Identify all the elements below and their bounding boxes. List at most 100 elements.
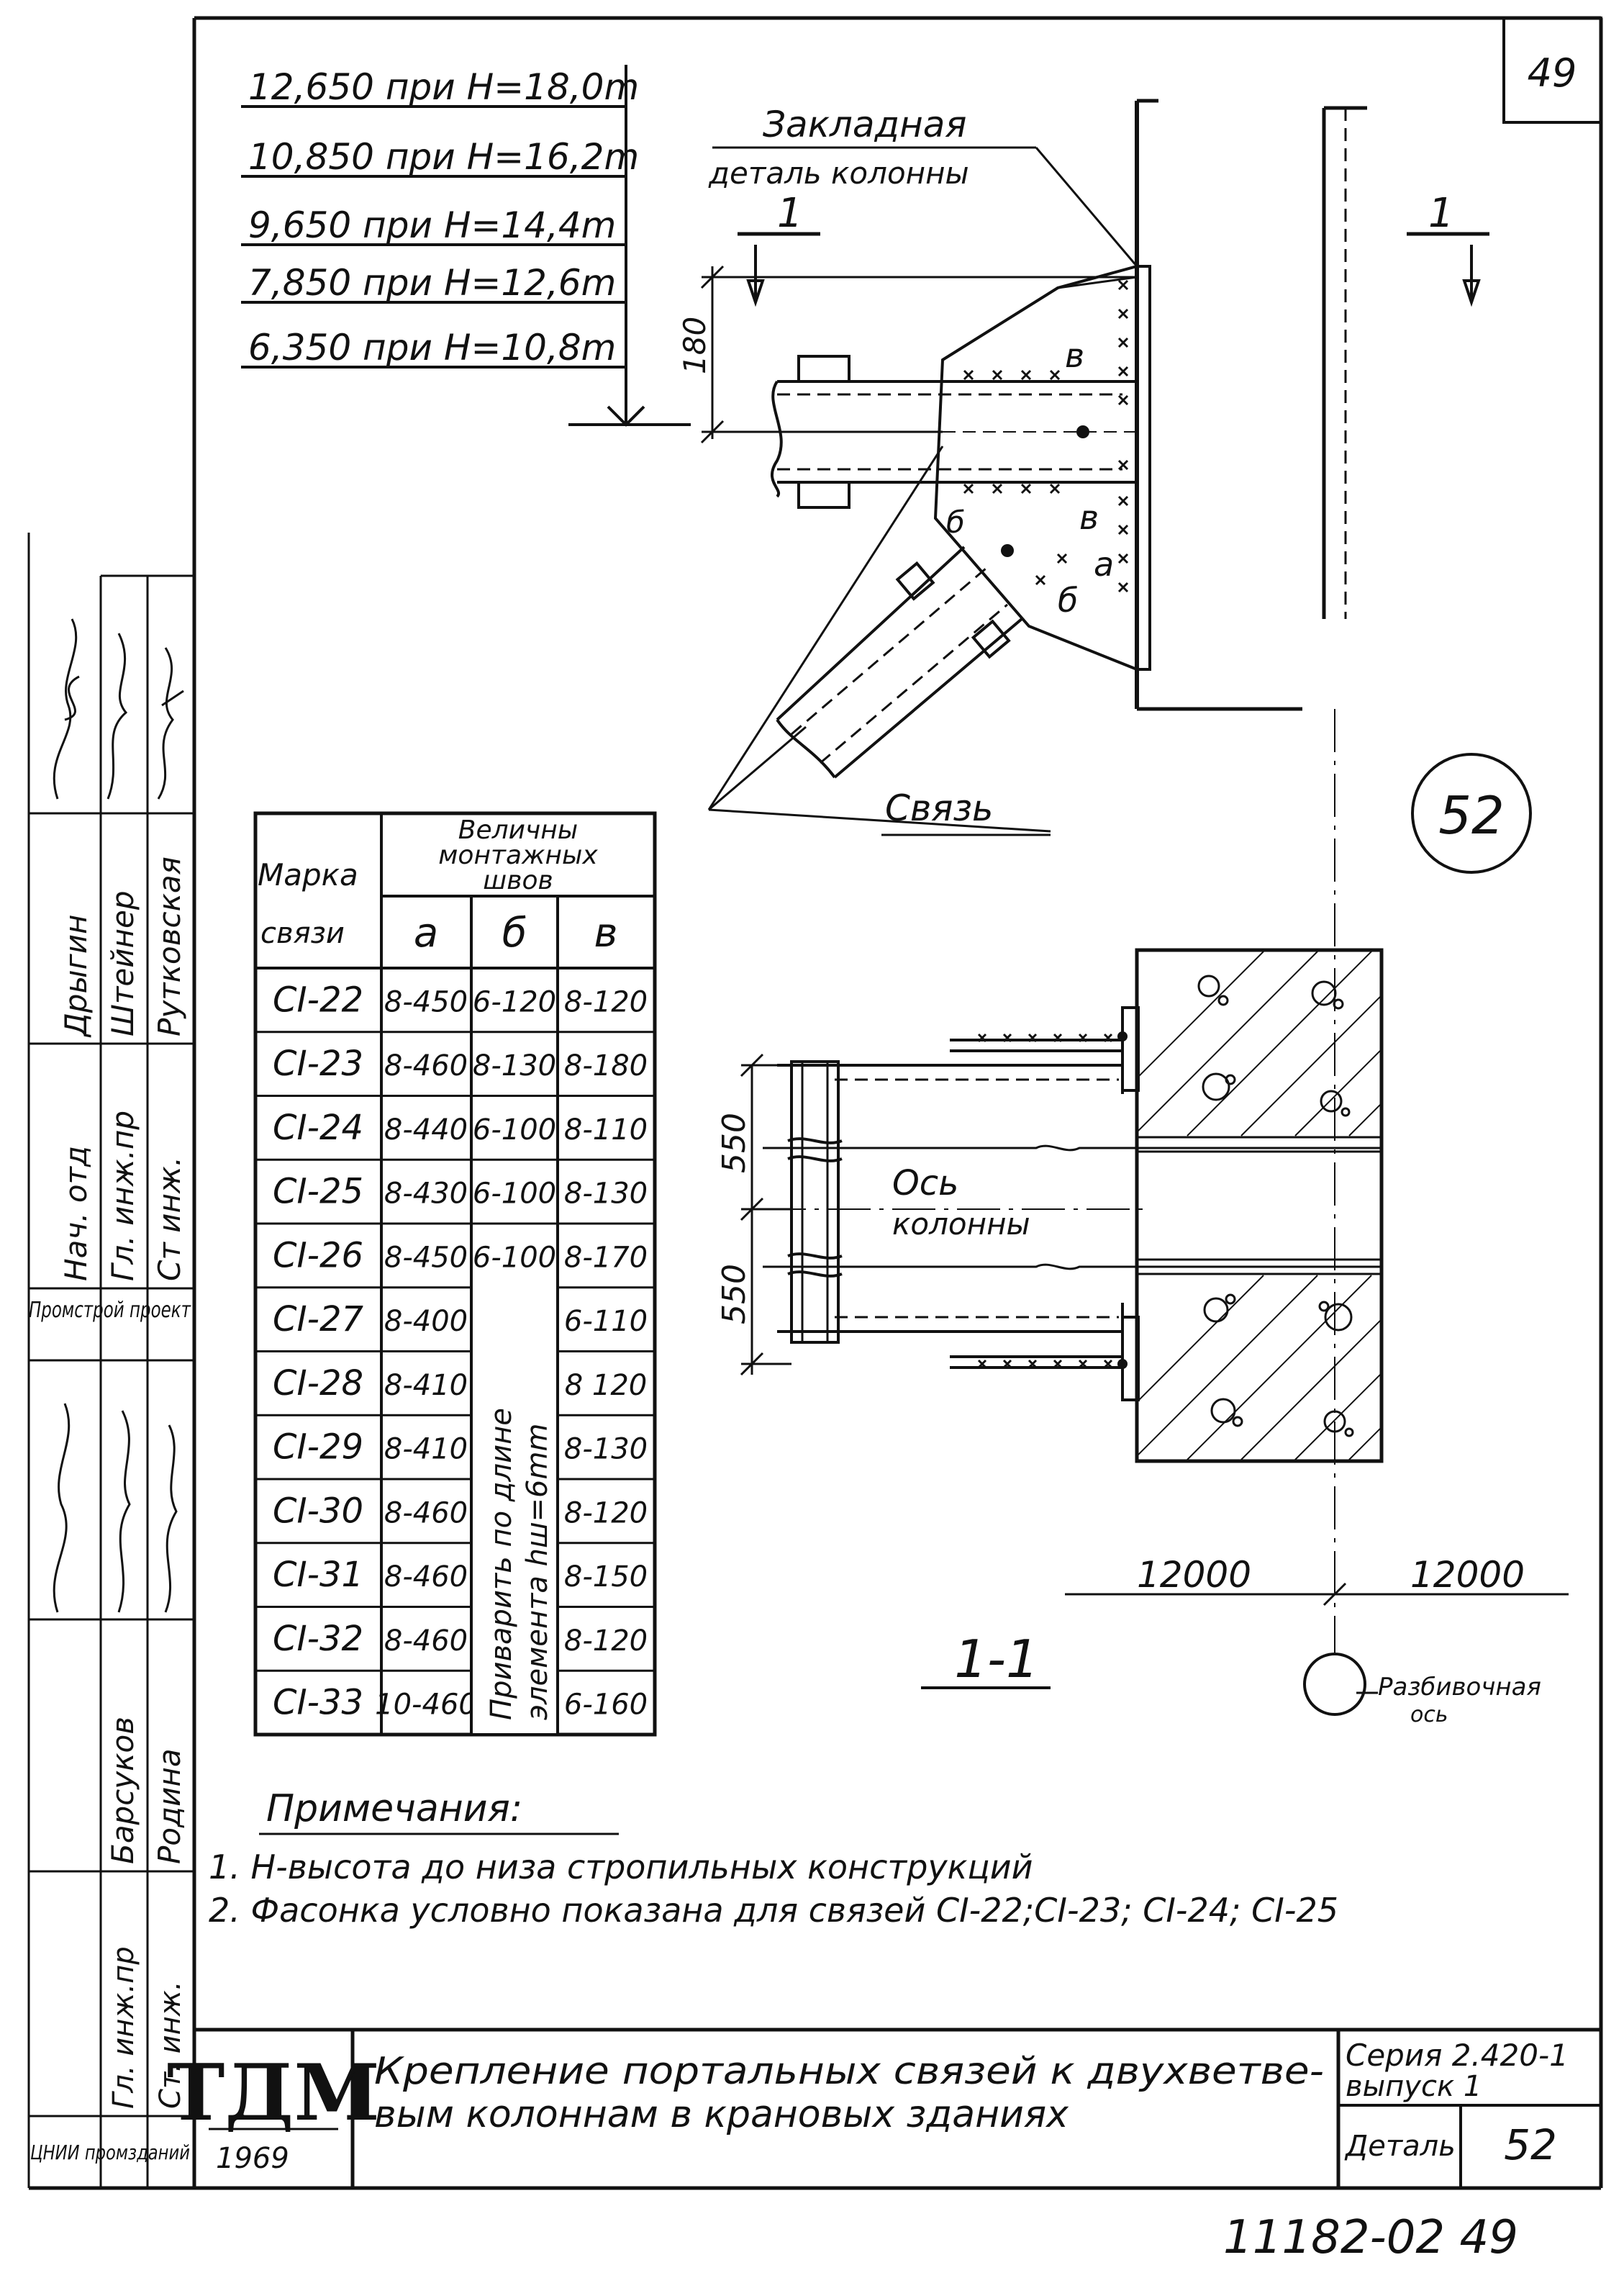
axis-label-1: Ось: [892, 1163, 958, 1203]
weld-a: а: [1094, 545, 1114, 584]
table-cell-v: 8-150: [564, 1560, 648, 1594]
detail-circle-number: 52: [1438, 785, 1505, 846]
stamp-name-5: Родина: [152, 1748, 187, 1864]
page-number: 49: [1528, 50, 1577, 96]
table-cell-v: 8-130: [564, 1433, 648, 1466]
table-header-values-3: швов: [483, 866, 553, 895]
table-header-mark-2: связи: [260, 917, 345, 950]
table-cell-b: 6-120: [473, 985, 556, 1018]
signature-1: [53, 618, 80, 800]
section-1-1: 550 550 Ось колонны 12000 12000 Разбивоч…: [716, 948, 1569, 1727]
brace-label: Связь: [885, 787, 994, 829]
weld-v-top: в: [1065, 336, 1084, 375]
connection-drawing: Закладная деталь колонны 1 1 180: [677, 99, 1489, 1655]
table-merged-note-1: Приварить по длине: [485, 1408, 518, 1720]
stamp-role-1: Нач. отд: [58, 1146, 94, 1281]
note-1: 1. Н-высота до низа стропильных конструк…: [209, 1848, 1033, 1886]
table-col-a: а: [414, 910, 438, 957]
bottom-code: 11182-02 49: [1223, 2211, 1518, 2264]
elevation-4: 7,850 при Н=12,6m: [248, 262, 616, 304]
span-right: 12000: [1410, 1554, 1525, 1596]
layout-axis-label-1: Разбивочная: [1378, 1673, 1541, 1701]
notes-title: Примечания:: [266, 1787, 522, 1830]
title-block: ТДМ 1969 Крепление портальных связей к д…: [167, 2028, 1601, 2188]
weld-v-lower: в: [1079, 498, 1099, 537]
stamp-name-1: Дрыгин: [58, 915, 94, 1038]
stamp-name-2: Штейнер: [105, 891, 140, 1036]
title-line-2: вым колоннам в крановых зданиях: [374, 2093, 1069, 2136]
table-cell-a: 8-460: [384, 1049, 468, 1082]
table-merged-note-2: элемента hш=6mm: [521, 1424, 554, 1720]
axis-label-2: колонны: [892, 1206, 1030, 1242]
section-mark-right: 1: [1428, 190, 1454, 237]
stamp-name-3: Рутковская: [152, 856, 187, 1036]
table-cell-a: 8-410: [384, 1369, 468, 1402]
elevation-labels: 12,650 при Н=18,0m 10,850 при Н=16,2m 9,…: [241, 65, 691, 427]
table-cell-mark: СI-29: [273, 1427, 363, 1468]
table-cell-mark: СI-24: [273, 1108, 363, 1148]
elevation-5: 6,350 при Н=10,8m: [248, 327, 616, 369]
table-cell-a: 8-460: [384, 1624, 468, 1658]
embedded-part-label-1: Закладная: [763, 104, 966, 145]
table-cell-mark: СI-27: [273, 1299, 364, 1339]
table-col-b: б: [502, 910, 527, 957]
side-stamp: Нач. отд Гл. инж.пр Ст инж. Дрыгин Штейн…: [27, 533, 194, 2188]
dim-550-bottom: 550: [716, 1264, 753, 1324]
table-cell-b: 6-100: [473, 1178, 556, 1211]
table-cell-a: 8-460: [384, 1560, 468, 1594]
table-cell-b: 6-100: [473, 1113, 556, 1147]
table-cell-mark: СI-26: [273, 1235, 363, 1275]
layout-axis-label-2: ось: [1410, 1702, 1448, 1727]
table-cell-v: 8-120: [564, 985, 648, 1018]
table-cell-mark: СI-25: [273, 1172, 363, 1212]
signature-5: [117, 1410, 131, 1613]
signature-6: [164, 1424, 178, 1613]
series-line-1: Серия 2.420-1: [1346, 2038, 1569, 2073]
span-left: 12000: [1137, 1554, 1251, 1596]
table-header-mark-1: Марка: [258, 857, 358, 892]
detail-number: 52: [1504, 2120, 1557, 2169]
weld-b-upper: б: [946, 505, 965, 540]
table-cell-v: 8-110: [564, 1113, 648, 1147]
table-cell-v: 8-170: [564, 1241, 648, 1274]
embedded-part-label-2: деталь колонны: [708, 155, 969, 191]
table-cell-mark: СI-22: [273, 980, 363, 1020]
table-cell-v: 8-180: [564, 1049, 648, 1082]
table-cell-a: 8-450: [384, 985, 468, 1018]
table-cell-a: 10-460: [375, 1689, 477, 1722]
table-cell-mark: СI-23: [273, 1044, 363, 1084]
table-cell-a: 8-400: [384, 1305, 468, 1338]
table-cell-mark: СI-33: [273, 1683, 363, 1723]
table-cell-mark: СI-28: [273, 1363, 363, 1404]
table-cell-v: 8-120: [564, 1624, 648, 1658]
series-line-2: выпуск 1: [1346, 2070, 1482, 2103]
stamp-name-4: Барсуков: [105, 1717, 140, 1864]
elevation-1: 12,650 при Н=18,0m: [248, 66, 639, 108]
stamp-role-3: Ст инж.: [152, 1157, 187, 1281]
table-cell-a: 8-440: [384, 1113, 468, 1147]
table-cell-v: 8-120: [564, 1496, 648, 1529]
table-cell-v: 6-160: [564, 1689, 648, 1722]
detail-circle: [1411, 753, 1532, 874]
elevation-3: 9,650 при Н=14,4m: [248, 204, 616, 246]
signature-4: [53, 1403, 71, 1613]
table-cell-b: 8-130: [473, 1049, 556, 1082]
stamp-role-4: Гл. инж.пр: [107, 1946, 140, 2109]
stamp-role-5: Ст. инж.: [154, 1981, 187, 2109]
table-cell-mark: СI-30: [273, 1491, 363, 1531]
table-cell-v: 8-130: [564, 1178, 648, 1211]
page-number-box: [1502, 17, 1602, 124]
table-cell-mark: СI-32: [273, 1619, 363, 1659]
table-cell-v: 6-110: [564, 1305, 648, 1338]
detail-label: Деталь: [1344, 2130, 1456, 2163]
stamp-role-2: Гл. инж.пр: [105, 1111, 140, 1281]
table-cell-v: 8 120: [565, 1369, 648, 1402]
dim-550-top: 550: [716, 1113, 753, 1173]
table-cell-a: 8-460: [384, 1496, 468, 1529]
elevation-2: 10,850 при Н=16,2m: [248, 136, 639, 178]
table-cell-mark: СI-31: [273, 1555, 363, 1595]
table-col-v: в: [594, 910, 617, 957]
table-cell-a: 8-410: [384, 1433, 468, 1466]
title-line-1: Крепление портальных связей к двухветве-: [374, 2050, 1324, 2093]
